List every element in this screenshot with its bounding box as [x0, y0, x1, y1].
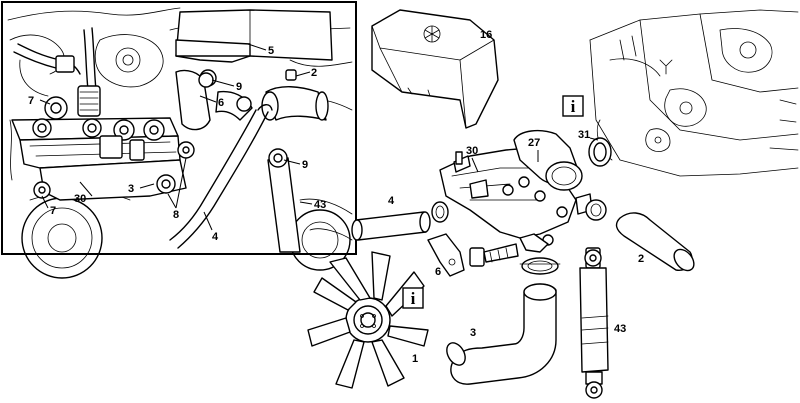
callout-inset-5: 5 — [268, 45, 274, 57]
callout-part-4: 4 — [388, 195, 395, 207]
hose-curved — [446, 283, 557, 385]
callout-inset-43: 43 — [314, 199, 326, 211]
inset-hose-right — [267, 148, 301, 253]
hose-clamp-left — [431, 201, 449, 223]
inset-manifold — [11, 72, 214, 201]
hose-clamp-middle — [519, 257, 561, 275]
hose-short-left — [351, 211, 431, 241]
callout-inset-9a: 9 — [236, 81, 242, 93]
callout-part-31: 31 — [578, 129, 590, 141]
info-icon: i — [411, 289, 416, 308]
callout-inset-6: 6 — [218, 97, 224, 109]
engine-block-sketch — [589, 9, 799, 177]
inset-hose-top — [261, 69, 329, 121]
callout-part-27: 27 — [528, 137, 540, 149]
callout-inset-7a: 7 — [28, 95, 34, 107]
inset-bracket — [175, 9, 333, 63]
info-icon-frame — [402, 287, 424, 309]
callout-inset-9b: 9 — [302, 159, 308, 171]
callout-inset-3: 3 — [128, 183, 134, 195]
exploded-view: i i 16 31 27 30 4 2 6 3 43 1 — [307, 9, 799, 399]
info-icon-a: i — [562, 95, 584, 117]
info-icon-b: i — [402, 287, 424, 309]
thermostat-housing-assembly — [439, 129, 593, 253]
cooling-fan — [307, 251, 429, 389]
callout-inset-8: 8 — [173, 209, 179, 221]
callout-part-2: 2 — [638, 253, 644, 265]
clip-bracket — [427, 233, 465, 277]
info-icon-frame — [562, 95, 584, 117]
callout-part-16: 16 — [480, 29, 492, 41]
callout-inset-30: 30 — [74, 193, 86, 205]
callout-part-1: 1 — [412, 353, 418, 365]
callout-inset-4: 4 — [212, 231, 219, 243]
damper-vertical — [579, 247, 609, 399]
callout-inset-2: 2 — [311, 67, 317, 79]
callout-inset-7b: 7 — [50, 205, 56, 217]
hose-right — [615, 212, 695, 272]
bolt-long — [469, 243, 519, 267]
hose-clamp-right — [585, 199, 607, 221]
inset-panel: 5 2 9 6 7 9 43 3 30 7 8 4 — [1, 1, 357, 279]
callout-part-30: 30 — [466, 145, 478, 157]
callout-part-3: 3 — [470, 327, 476, 339]
info-icon: i — [571, 97, 576, 116]
callout-part-43: 43 — [614, 323, 626, 335]
inset-callouts: 5 2 9 6 7 9 43 3 30 7 8 4 — [28, 43, 326, 243]
seal-ring — [588, 137, 612, 167]
engine-cover — [371, 9, 499, 129]
inset-hose-long — [169, 104, 273, 249]
housing-bolts — [453, 151, 568, 246]
exploded-callouts: 16 31 27 30 4 2 6 3 43 1 — [388, 29, 644, 365]
inset-bolts — [32, 72, 214, 199]
callout-part-6: 6 — [435, 266, 441, 278]
